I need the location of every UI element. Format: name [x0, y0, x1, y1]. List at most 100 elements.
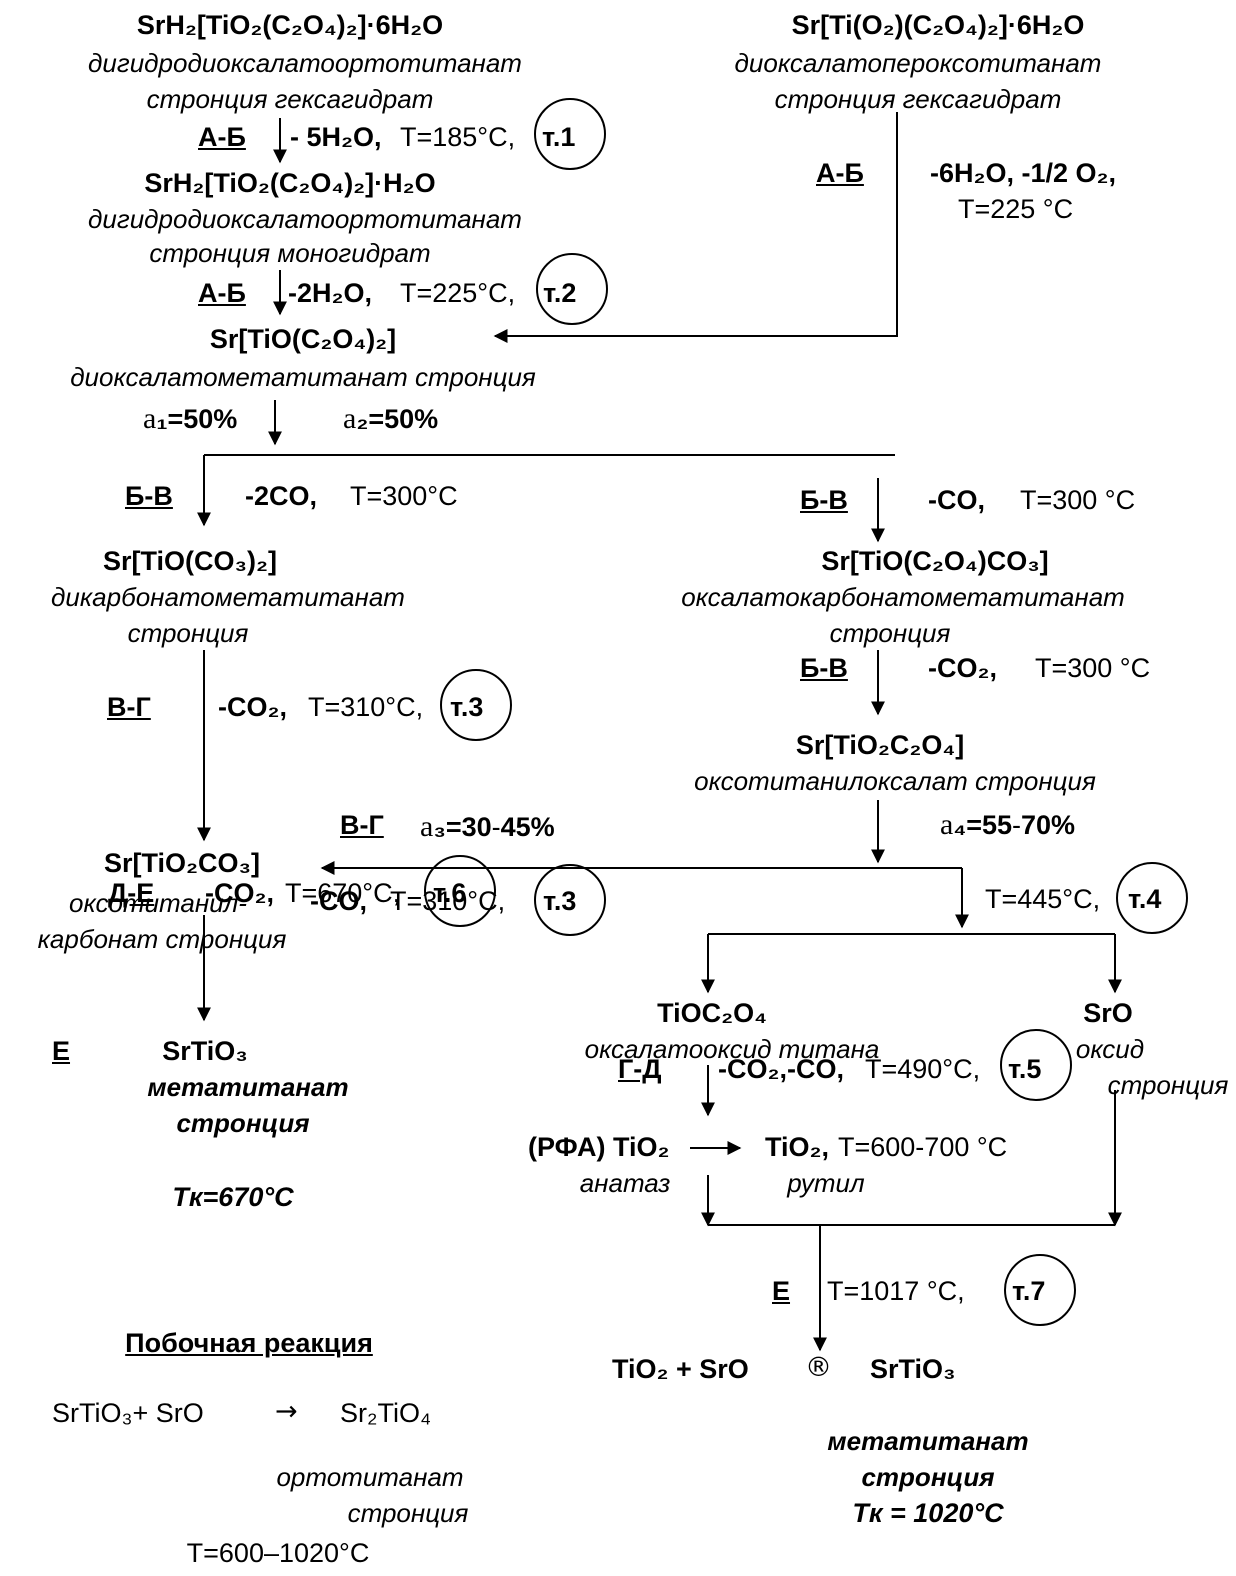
tag-circle-5	[1000, 1029, 1072, 1101]
rutile-temperature: T=600-700 °C	[838, 1132, 1008, 1162]
name-oxalatocarbonato-line2: стронция	[829, 618, 951, 648]
step2-condition: -2H₂O,	[288, 278, 373, 308]
name-metatitanate-right-1: метатитанат	[827, 1426, 1029, 1456]
tag-circle-2	[536, 253, 608, 325]
stage-label-vg-right: В-Г	[340, 810, 384, 840]
tag-circle-3b	[534, 864, 606, 936]
name-peroxo-line1: диоксалатопероксотитанат	[734, 48, 1102, 78]
formula-oxotitanyloxalate: Sr[TiO₂C₂O₄]	[795, 730, 965, 760]
gd-condition: -CO₂,-CO,	[718, 1054, 844, 1084]
rutile-formula: TiO₂,	[765, 1132, 830, 1162]
stage-label-gd: Г-Д	[618, 1054, 662, 1084]
mid-temperature: T=310°C,	[390, 886, 506, 916]
step1-temperature: T=185°C,	[400, 122, 516, 152]
name-sro-line1: оксид	[1075, 1034, 1145, 1064]
final-product: SrTiO₃	[870, 1354, 956, 1384]
stage-label-bv-right-2: Б-В	[800, 653, 848, 683]
tk-left: Tк=670°C	[172, 1182, 294, 1212]
tag-7: т.7	[1012, 1276, 1046, 1306]
tag-circle-4	[1116, 862, 1188, 934]
right-bv2-temperature: T=300 °C	[1035, 653, 1151, 683]
left-bv-temperature: T=300°C	[350, 481, 458, 511]
tag-circle-1	[534, 98, 606, 170]
side-reaction-product: Sr₂TiO₄	[340, 1398, 431, 1428]
gd-temperature: T=490°C,	[865, 1054, 981, 1084]
side-reaction-arrow: →	[275, 1396, 298, 1427]
stage-label-vg-left: В-Г	[107, 692, 151, 722]
name-dicarbonato-line1: дикарбонатометатитанат	[51, 582, 405, 612]
name-tioc2o4: оксалатооксид титана	[584, 1034, 880, 1064]
formula-dioxalatometatitanate: Sr[TiO(C₂O₄)₂]	[209, 324, 397, 354]
tag-5: т.5	[1008, 1054, 1042, 1084]
stage-label-ab-peroxo: А-Б	[816, 158, 864, 188]
alpha3: a₃=30-45%	[420, 810, 555, 843]
tag-circle-6	[424, 855, 496, 927]
stage-label-ab-1: А-Б	[198, 122, 246, 152]
formula-oxalatocarbonato: Sr[TiO(C₂O₄)CO₃]	[821, 546, 1049, 576]
left-de-condition: -CO₂,	[205, 878, 274, 908]
alpha1: a₁=50%	[143, 402, 238, 435]
final-reactants: TiO₂ + SrO	[612, 1354, 749, 1384]
stage-label-ab-2: А-Б	[198, 278, 246, 308]
right-bv2-condition: -CO₂,	[928, 653, 997, 683]
final-arrow: ®	[805, 1352, 832, 1383]
side-reaction-reactants: SrTiO₃+ SrO	[52, 1398, 204, 1428]
left-vg-condition: -CO₂,	[218, 692, 287, 722]
tag-6: т.6	[433, 878, 467, 908]
name-anatase: анатаз	[579, 1168, 671, 1198]
alpha4: a₄=55-70%	[940, 808, 1076, 841]
name-dicarbonato-line2: стронция	[127, 618, 249, 648]
formula-monohydrate: SrH₂[TiO₂(C₂O₄)₂]·H₂O	[144, 168, 436, 198]
formula-dicarbonatometatitanate: Sr[TiO(CO₃)₂]	[103, 546, 277, 576]
name-hexahydrate-line2: стронция гексагидрат	[146, 84, 434, 114]
name-sro-line2: стронция	[1107, 1070, 1229, 1100]
arrow-peroxo-path	[493, 112, 898, 343]
side-reaction-temperature: T=600–1020°C	[186, 1538, 370, 1568]
formula-peroxo: Sr[Ti(O₂)(C₂O₄)₂]·6H₂O	[791, 10, 1085, 40]
stage-label-e-left: Е	[52, 1036, 71, 1066]
stage-label-e-right: Е	[772, 1276, 791, 1306]
name-dioxalatometatitanate: диоксалатометатитанат стронция	[70, 362, 536, 392]
left-de-temperature: T=670°C,	[285, 878, 401, 908]
tag-1: т.1	[542, 122, 576, 152]
name-metatitanate-left-2: стронция	[176, 1108, 310, 1138]
tag-2: т.2	[543, 278, 577, 308]
name-monohydrate-line2: стронция моногидрат	[149, 238, 431, 268]
step1-condition: - 5H₂O,	[290, 122, 382, 152]
decomp-temperature: T=445°C,	[985, 884, 1101, 914]
name-oxotitanylcarbonate-line2: карбонат стронция	[37, 924, 287, 954]
name-oxalatocarbonato-line1: оксалатокарбонатометатитанат	[681, 582, 1125, 612]
final-temperature: T=1017 °C,	[827, 1276, 965, 1306]
stage-label-bv-right-1: Б-В	[800, 485, 848, 515]
tk-right: Tк = 1020°C	[852, 1498, 1004, 1528]
left-vg-temperature: T=310°C,	[308, 692, 424, 722]
stage-label-de: Д-Е	[108, 878, 155, 908]
tag-3a: т.3	[450, 692, 484, 722]
step2-temperature: T=225°C,	[400, 278, 516, 308]
tag-circle-7	[1004, 1254, 1076, 1326]
peroxo-condition: -6H₂O, -1/2 O₂,	[930, 158, 1117, 188]
tag-circle-3a	[440, 669, 512, 741]
name-metatitanate-right-2: стронция	[861, 1462, 995, 1492]
alpha2: a₂=50%	[343, 402, 439, 435]
left-bv-condition: -2CO,	[245, 481, 318, 511]
mid-condition: -CO,	[310, 886, 367, 916]
side-reaction-title: Побочная реакция	[125, 1328, 373, 1358]
name-oxotitanylcarbonate-line1: оксотитанил-	[69, 888, 247, 918]
name-monohydrate-line1: дигидродиоксалатоортотитанат	[88, 204, 522, 234]
formula-oxotitanylcarbonate: Sr[TiO₂CO₃]	[104, 848, 260, 878]
name-orthotitanate-2: стронция	[347, 1498, 469, 1528]
formula-sro: SrO	[1083, 998, 1133, 1028]
formula-hexahydrate: SrH₂[TiO₂(C₂O₄)₂]·6H₂O	[136, 10, 444, 40]
stage-label-bv-left: Б-В	[125, 481, 173, 511]
name-metatitanate-left-1: метатитанат	[147, 1072, 349, 1102]
tag-3b: т.3	[543, 886, 577, 916]
tag-4: т.4	[1128, 884, 1162, 914]
right-bv1-condition: -CO,	[928, 485, 985, 515]
rfa-anatase-formula: (РФА) TiO₂	[528, 1132, 670, 1162]
formula-tioc2o4: TiOC₂O₄	[657, 998, 767, 1028]
name-peroxo-line2: стронция гексагидрат	[774, 84, 1062, 114]
name-oxotitanyloxalate: оксотитанилоксалат стронция	[694, 766, 1096, 796]
name-hexahydrate-line1: дигидродиоксалатоортотитанат	[88, 48, 522, 78]
